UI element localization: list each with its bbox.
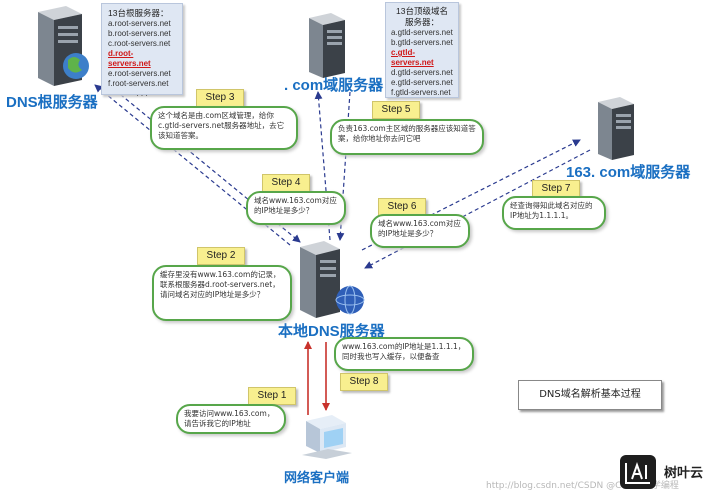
step-6-bubble: 域名www.163.com对应的IP地址是多少？	[370, 214, 470, 248]
com-list-title-1: 13台顶级域名	[396, 6, 448, 16]
com-list-item: f.gtld-servers.net	[391, 88, 451, 97]
root-list-item: b.root-servers.net	[108, 29, 171, 38]
step-8-tag: Step 8	[340, 373, 388, 391]
logo-badge	[620, 455, 656, 489]
local-dns-server-icon	[294, 240, 366, 324]
com-server-list: 13台顶级域名 服务器： a.gtld-servers.net b.gtld-s…	[385, 2, 459, 98]
diagram-title-box: DNS域名解析基本过程	[518, 380, 662, 410]
step-5-bubble: 负责163.com主区域的服务器应该知道答案，给你地址你去问它吧	[330, 119, 484, 155]
root-list-item: c.root-servers.net	[108, 39, 171, 48]
com-server-label: . com域服务器	[284, 77, 384, 94]
root-server-label: DNS根服务器	[6, 94, 98, 111]
arrow-step6	[361, 139, 581, 251]
root-server-list: 13台根服务器： a.root-servers.net b.root-serve…	[101, 3, 183, 98]
step-2-bubble: 缓存里没有www.163.com的记录，联系根服务器d.root-servers…	[152, 265, 292, 321]
step-3-tag: Step 3	[196, 89, 244, 107]
com-list-item-highlighted: c.gtld-servers.net	[391, 48, 434, 67]
watermark-text: http://blog.csdn.net/CSDN @Ct江努力学编程	[486, 481, 679, 491]
client-computer-icon	[296, 413, 358, 469]
com-list-item: a.gtld-servers.net	[391, 28, 453, 37]
step-1-tag: Step 1	[248, 387, 296, 405]
com-list-title-2: 服务器：	[404, 17, 439, 27]
arrow-step7	[364, 149, 591, 269]
step-2-tag: Step 2	[197, 247, 245, 265]
com-list-item: e.gtld-servers.net	[391, 78, 453, 87]
step-8-bubble: www.163.com的IP地址是1.1.1.1，同时我也写入缓存，以便备查	[334, 337, 474, 371]
domain-163-server-icon	[592, 96, 640, 166]
local-dns-server-label: 本地DNS服务器	[278, 323, 385, 340]
step-5-tag: Step 5	[372, 101, 420, 119]
logo-text: 树叶云	[664, 466, 704, 481]
root-list-item: a.root-servers.net	[108, 19, 171, 28]
com-list-item: b.gtld-servers.net	[391, 38, 453, 47]
client-label: 网络客户端	[284, 471, 350, 486]
root-list-item: f.root-servers.net	[108, 79, 169, 88]
step-3-bubble: 这个域名是由.com区域管理，给你c.gtld-servers.net服务器地址…	[150, 106, 298, 150]
root-server-icon	[30, 4, 90, 92]
step-1-bubble: 我要访问www.163.com，请告诉我它的IP地址	[176, 404, 286, 434]
step-7-bubble: 经查询得知此域名对应的IP地址为1.1.1.1。	[502, 196, 606, 230]
domain-163-server-label: 163. com域服务器	[566, 164, 691, 181]
root-list-item: e.root-servers.net	[108, 69, 171, 78]
root-list-item-highlighted: d.root-servers.net	[108, 49, 151, 68]
com-server-icon	[303, 12, 351, 84]
ai-logo-icon	[625, 462, 650, 484]
com-list-item: d.gtld-servers.net	[391, 68, 453, 77]
step-4-bubble: 域名www.163.com对应的IP地址是多少？	[246, 191, 346, 225]
root-list-title: 13台根服务器：	[108, 8, 169, 18]
root-list-ellipsis: . . .	[136, 89, 148, 98]
arrow-step5	[336, 91, 351, 241]
step-4-tag: Step 4	[262, 174, 310, 192]
